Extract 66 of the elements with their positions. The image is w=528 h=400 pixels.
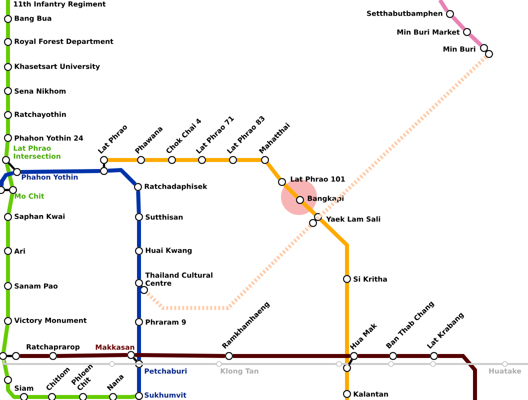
transfer-link [348, 358, 353, 366]
metro-line [6, 71, 10, 87]
metro-line [345, 372, 349, 390]
metro-line [6, 46, 10, 63]
station-dot [100, 167, 108, 175]
metro-line [137, 287, 141, 318]
metro-line [345, 283, 349, 364]
metro-line [145, 158, 168, 162]
metro-line [451, 16, 466, 30]
metro-line [6, 23, 10, 38]
metro-line [136, 190, 141, 214]
transfer-link [132, 357, 138, 362]
transfer-link [8, 162, 16, 170]
metro-line [394, 363, 430, 365]
metro-line [6, 221, 10, 247]
planned-line [146, 224, 312, 310]
metro-line [468, 33, 482, 47]
metro-line [222, 363, 336, 365]
metro-line [20, 354, 49, 358]
metro-line [233, 354, 350, 358]
metro-line [108, 158, 137, 162]
metro-line [4, 142, 10, 156]
metro-line [4, 163, 14, 187]
metro-line [137, 368, 141, 392]
metro-line [56, 353, 128, 358]
transfer-link [7, 354, 12, 358]
metro-line [2, 360, 10, 376]
station-dot [485, 50, 493, 58]
metro-line [56, 395, 79, 399]
metro-line [6, 255, 10, 282]
planned-line [314, 55, 488, 222]
metro-line [6, 194, 14, 214]
metro-line [358, 354, 389, 358]
metro-line [2, 360, 110, 365]
metro-line [114, 363, 216, 365]
metro-line [6, 290, 10, 317]
metro-line [6, 384, 20, 399]
metro-line [87, 395, 109, 399]
station-dot [4, 376, 12, 384]
metro-line [28, 395, 48, 399]
metro-line [283, 183, 299, 199]
metro-line [320, 218, 349, 275]
metro-line [6, 95, 10, 111]
station-dot [12, 352, 20, 360]
transfer-link [140, 286, 143, 288]
metro-line [302, 201, 316, 216]
transfer-link [5, 188, 9, 192]
metro-line [342, 363, 388, 365]
transfer-link [102, 164, 106, 167]
metro-line [2, 324, 10, 352]
metro-line [137, 221, 141, 247]
metro-line [6, 119, 10, 134]
station-dot [309, 219, 317, 227]
metro-line [117, 394, 136, 399]
metro-line [137, 255, 141, 279]
metro-line [206, 158, 229, 162]
metro-line [266, 162, 282, 180]
metro-line [20, 169, 100, 174]
metro-line [137, 326, 141, 360]
metro-line [134, 353, 226, 358]
metro-line [436, 363, 502, 365]
metro-line [0, 171, 14, 186]
metro-line [108, 168, 137, 186]
metro-line [237, 158, 261, 162]
metro-line [176, 158, 198, 162]
metro-line [397, 354, 430, 358]
